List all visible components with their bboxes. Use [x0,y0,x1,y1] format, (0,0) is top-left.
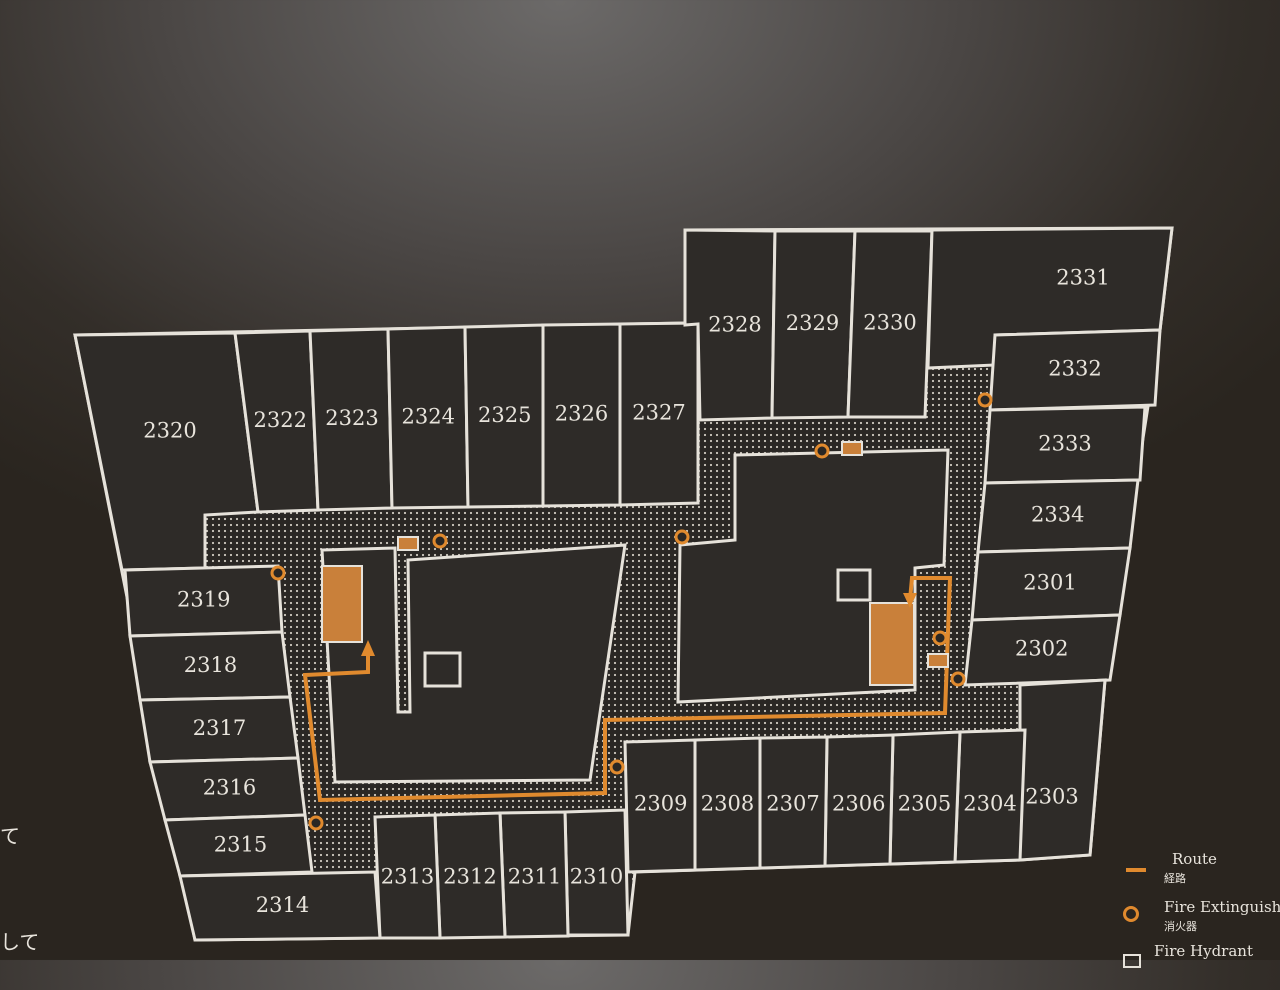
floor-plan: 2320 2322 2323 2324 2325 2326 2327 2328 2329 2330… [73,226,1174,942]
room-label-2315: 2315 [214,832,267,856]
room-label-2308: 2308 [701,792,754,816]
evacuation-route [302,576,953,803]
room-label-2327: 2327 [632,400,685,424]
room-label-2305: 2305 [898,792,951,816]
legend-route-label: Route [1172,850,1217,868]
fire-extinguisher-icon [814,443,830,459]
room-label-2319: 2319 [177,588,230,612]
fire-extinguisher-icon [432,533,448,549]
room-label-2304: 2304 [963,792,1016,816]
fire-hydrant-icon [841,441,863,456]
room-label-2331: 2331 [1056,266,1109,290]
room-label-2333: 2333 [1038,432,1091,456]
room-label-2316: 2316 [203,775,256,799]
room-2330 [846,229,934,419]
legend-hydrant-label: Fire Hydrant [1154,942,1253,960]
room-2309 [623,738,697,874]
fire-hydrant-icon [927,653,949,668]
room-label-2334: 2334 [1031,502,1084,526]
edge-text-2: して [0,930,40,954]
elevator-left [423,651,462,688]
room-2314 [178,870,382,942]
room-2303 [1018,678,1107,862]
room-label-2306: 2306 [832,792,885,816]
room-label-2317: 2317 [193,716,246,740]
room-2302 [963,613,1122,687]
legend-extinguisher-label: Fire Extinguisher [1164,898,1280,916]
extinguisher-icon [1123,906,1139,922]
fire-extinguisher-icon [674,529,690,545]
room-label-2325: 2325 [478,403,531,427]
room-label-2310: 2310 [570,865,623,889]
room-label-2307: 2307 [766,792,819,816]
stairs-left [321,565,363,643]
hydrant-icon [1123,954,1141,968]
room-label-2323: 2323 [325,406,378,430]
room-label-2320: 2320 [143,419,196,443]
edge-text-1: て [0,824,20,848]
fire-extinguisher-icon [950,671,966,687]
fire-extinguisher-icon [270,565,286,581]
room-label-2303: 2303 [1025,785,1078,809]
inner-block-left [320,543,627,784]
room-label-2302: 2302 [1015,637,1068,661]
legend-route-label-ja: 経路 [1164,872,1186,885]
room-label-2328: 2328 [708,313,761,337]
room-label-2322: 2322 [254,408,307,432]
route-arrow-right [903,593,917,608]
room-label-2324: 2324 [402,404,455,428]
room-label-2309: 2309 [634,792,687,816]
fire-hydrant-icon [397,536,419,551]
room-2333 [983,405,1147,485]
fire-extinguisher-icon [308,815,324,831]
fire-extinguisher-icon [609,759,625,775]
room-label-2314: 2314 [256,893,309,917]
room-label-2318: 2318 [184,653,237,677]
legend-extinguisher-label-ja: 消火器 [1164,920,1197,933]
stairs-right [869,602,915,686]
room-label-2312: 2312 [443,865,496,889]
room-label-2311: 2311 [508,865,561,889]
room-label-2330: 2330 [863,311,916,335]
route-line-icon [1126,868,1146,872]
fire-extinguisher-icon [977,392,993,408]
room-label-2332: 2332 [1048,357,1101,381]
room-2332 [988,328,1162,412]
fire-extinguisher-icon [932,630,948,646]
room-label-2301: 2301 [1023,570,1076,594]
room-label-2329: 2329 [786,311,839,335]
route-arrow-left [361,640,375,656]
elevator-right [836,568,872,602]
room-2327 [618,321,700,507]
room-label-2313: 2313 [381,865,434,889]
room-label-2326: 2326 [555,402,608,426]
